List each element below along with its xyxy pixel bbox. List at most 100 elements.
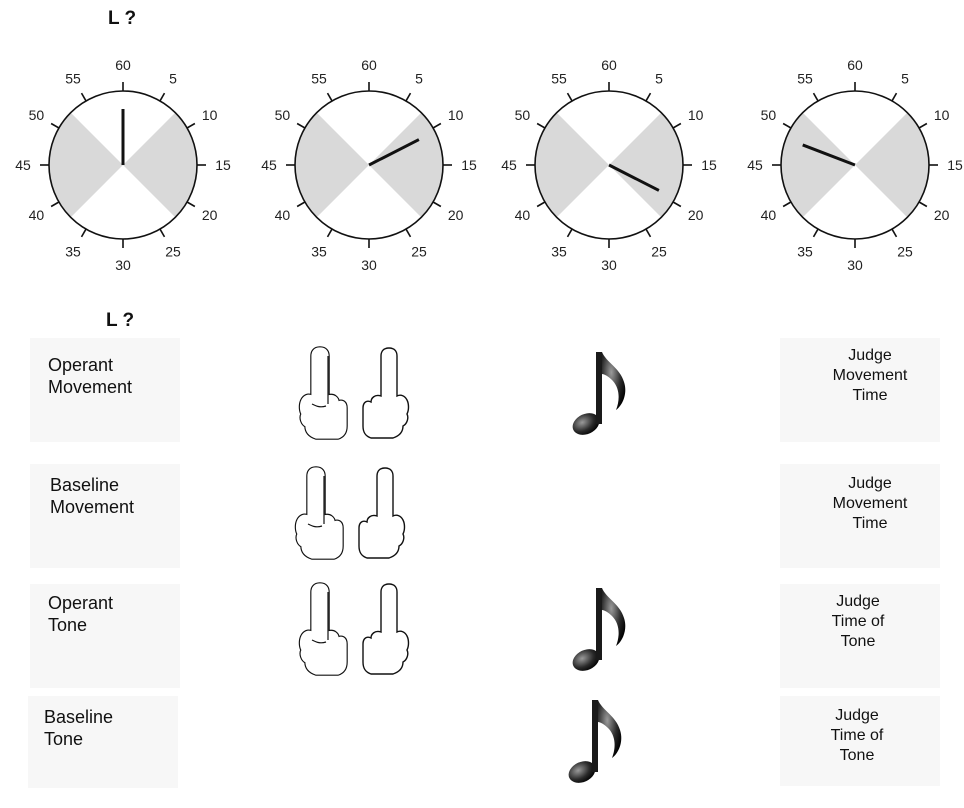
clock-tick — [891, 92, 898, 102]
left-hand-icon — [298, 346, 348, 440]
clock-number: 25 — [411, 244, 427, 260]
clock-number: 35 — [797, 244, 813, 260]
clock-number: 25 — [651, 244, 667, 260]
clock-number: 45 — [747, 157, 763, 173]
clock-number: 5 — [901, 70, 909, 86]
shaded-sector — [609, 112, 683, 218]
judge-line-3: Time — [852, 387, 888, 404]
clock-tick — [645, 228, 652, 238]
clock-number: 15 — [947, 157, 963, 173]
clock-tick — [296, 201, 306, 208]
clock-tick — [782, 201, 792, 208]
judge-line-2: Time of — [831, 613, 885, 630]
clock-tick — [536, 122, 546, 129]
clock-number: 20 — [202, 207, 218, 223]
clock-tick — [812, 92, 819, 102]
clock-number: 5 — [169, 70, 177, 86]
condition-label: Operant Tone — [48, 592, 113, 636]
clock-hand — [802, 143, 856, 167]
condition-label-box — [28, 696, 178, 788]
judge-label: Judge Time of Tone — [782, 706, 932, 766]
judge-label-box — [780, 584, 940, 688]
clock-number: 25 — [165, 244, 181, 260]
clock-number: 40 — [275, 207, 291, 223]
judge-line-1: Judge — [836, 593, 880, 610]
note-flag — [602, 588, 626, 646]
clock-hand — [368, 138, 420, 167]
panel-b-label: L ? — [106, 310, 135, 331]
note-flag — [602, 352, 626, 410]
judge-label-box — [780, 464, 940, 568]
clock-tick — [159, 92, 166, 102]
clock-tick — [326, 228, 333, 238]
clock-number: 60 — [601, 57, 617, 73]
clock-number: 10 — [688, 107, 704, 123]
clock-tick — [812, 228, 819, 238]
condition-line-2: Tone — [48, 615, 88, 635]
clock-number: 35 — [65, 244, 81, 260]
clock-tick — [186, 122, 196, 129]
clock-number: 45 — [15, 157, 31, 173]
condition-row-baseline-movement: Baseline Movement Judge Movement Time — [0, 454, 964, 572]
hands-icon — [296, 578, 416, 683]
clock-number: 50 — [515, 107, 531, 123]
right-hand-icon — [362, 583, 410, 675]
clock-number: 25 — [897, 244, 913, 260]
clock-number: 15 — [461, 157, 477, 173]
note-stem — [596, 588, 602, 660]
clock-tick — [405, 92, 412, 102]
condition-row-operant-tone: Operant Tone Judge Time of Tone — [0, 576, 964, 694]
judge-line-2: Movement — [832, 367, 908, 384]
condition-row-baseline-tone: Baseline Tone Judge Time of Tone — [0, 690, 964, 808]
judge-line-1: Judge — [848, 347, 892, 364]
hands-icon — [292, 462, 412, 567]
clock-tick — [50, 201, 60, 208]
clock-number: 55 — [551, 70, 567, 86]
clock-number: 20 — [934, 207, 950, 223]
condition-label: Baseline Movement — [50, 474, 134, 518]
clock-tick — [80, 228, 87, 238]
clock-tick — [536, 201, 546, 208]
shaded-sector — [535, 112, 609, 218]
note-stem — [596, 352, 602, 424]
clock-tick — [80, 92, 87, 102]
clock-number: 20 — [688, 207, 704, 223]
clock-tick — [432, 122, 442, 129]
judge-line-3: Time — [852, 515, 888, 532]
clock-tick — [645, 92, 652, 102]
clock-tick — [326, 92, 333, 102]
clock-tick — [296, 122, 306, 129]
judge-label: Judge Movement Time — [795, 474, 945, 534]
clock-number: 60 — [115, 57, 131, 73]
clock-number: 60 — [847, 57, 863, 73]
clock-number: 50 — [275, 107, 291, 123]
clock-tick — [186, 201, 196, 208]
condition-line-2: Movement — [48, 377, 133, 397]
clock-hand — [608, 163, 660, 192]
condition-label: Baseline Tone — [44, 706, 113, 750]
clock-number: 40 — [29, 207, 45, 223]
right-hand-icon — [358, 467, 406, 559]
clock-number: 10 — [934, 107, 950, 123]
clock-tick — [918, 201, 928, 208]
judge-line-3: Tone — [839, 747, 875, 764]
clock-number: 20 — [448, 207, 464, 223]
condition-line-1: Baseline — [44, 707, 114, 727]
condition-label-box — [30, 584, 180, 688]
condition-label: Operant Movement — [48, 354, 132, 398]
clock-number: 15 — [701, 157, 717, 173]
clock-number: 50 — [29, 107, 45, 123]
music-note-icon — [568, 344, 638, 445]
shaded-sector — [295, 112, 369, 218]
clock-tick — [432, 201, 442, 208]
clock-number: 40 — [761, 207, 777, 223]
clock-number: 35 — [311, 244, 327, 260]
hands-icon — [296, 342, 416, 447]
